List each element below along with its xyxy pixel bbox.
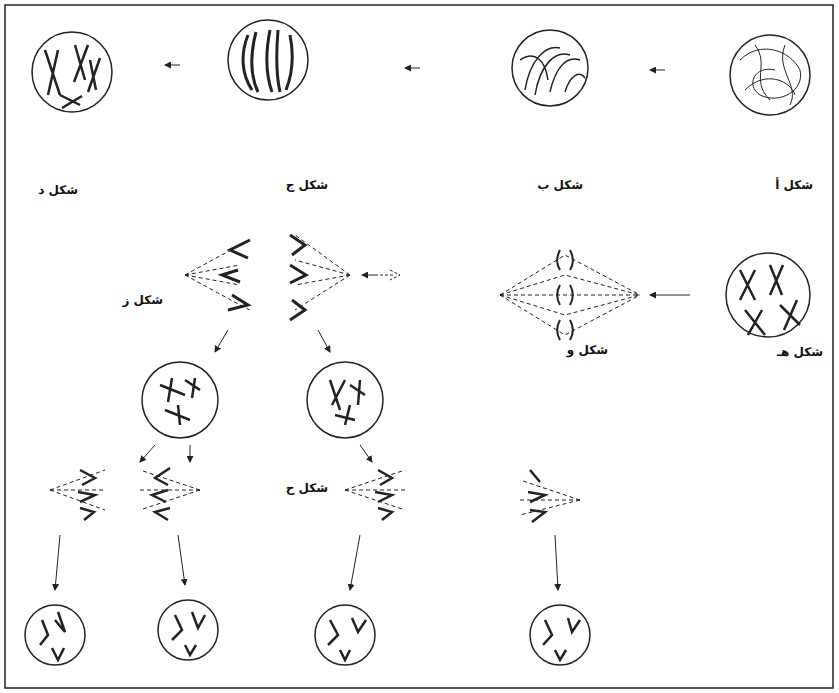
figure-label: شكل أ: [773, 178, 815, 192]
figure-label: شكل ب: [535, 178, 585, 192]
figure-label: شكل و: [565, 343, 610, 357]
figure-label: شكل ج: [284, 178, 330, 192]
figure-label: شكل هـ: [775, 345, 825, 359]
figure-label: شكل د: [36, 183, 80, 197]
figure-label: شكل ز: [120, 293, 165, 307]
figure-label: شكل ح: [284, 481, 330, 495]
